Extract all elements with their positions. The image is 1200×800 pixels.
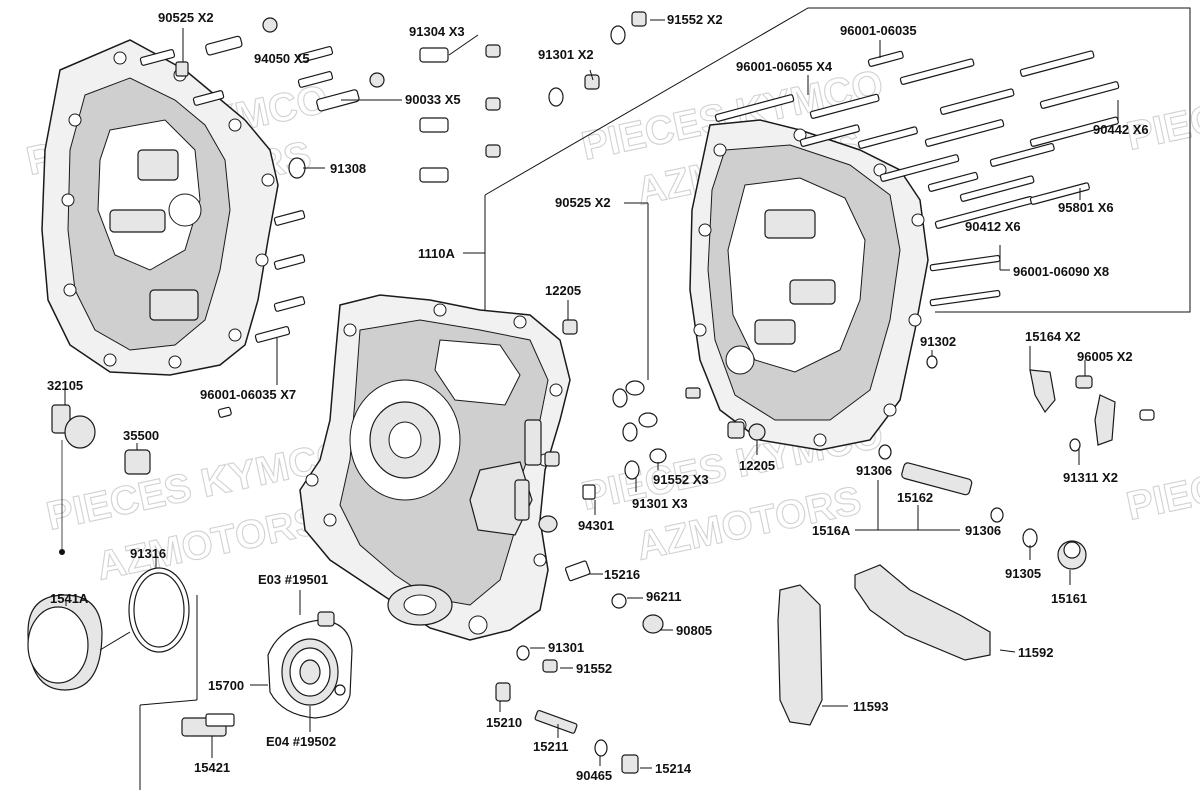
part-label: 15216 bbox=[604, 567, 640, 582]
part-label: 90465 bbox=[576, 768, 612, 783]
part-label: 96001-06055 X4 bbox=[736, 59, 833, 74]
top-center-small-parts bbox=[419, 11, 647, 183]
part-label: 12205 bbox=[739, 458, 775, 473]
part-label: 1541A bbox=[50, 591, 89, 606]
part-label: 96005 X2 bbox=[1077, 349, 1133, 364]
part-label: 91552 bbox=[576, 661, 612, 676]
part-label: 95801 X6 bbox=[1058, 200, 1114, 215]
part-label: 15211 bbox=[533, 739, 568, 754]
part-label: 91302 bbox=[920, 334, 956, 349]
part-label: 91301 bbox=[548, 640, 584, 655]
part-label: 91305 bbox=[1005, 566, 1041, 581]
part-label: 11592 bbox=[1018, 645, 1053, 660]
part-label: 90805 bbox=[676, 623, 712, 638]
part-label: 15210 bbox=[486, 715, 522, 730]
part-label: 90525 X2 bbox=[158, 10, 214, 25]
part-label: 96211 bbox=[646, 589, 681, 604]
part-label: 32105 bbox=[47, 378, 83, 393]
part-label: 91304 X3 bbox=[409, 24, 465, 39]
watermark: PIECES KYMCO bbox=[1123, 422, 1200, 529]
part-label: 90033 X5 bbox=[405, 92, 461, 107]
part-label: 90412 X6 bbox=[965, 219, 1021, 234]
leader-lines bbox=[64, 19, 1119, 790]
part-label: 1516A bbox=[812, 523, 851, 538]
left-crankcase-cover bbox=[41, 39, 279, 376]
part-label: 15161 bbox=[1051, 591, 1087, 606]
part-label: 12205 bbox=[545, 283, 581, 298]
part-labels: 90525 X2 94050 X5 91304 X3 91552 X2 9130… bbox=[47, 10, 1149, 783]
part-label: 91306 bbox=[856, 463, 892, 478]
part-label: 15162 bbox=[897, 490, 933, 505]
right-side-components bbox=[777, 369, 1155, 726]
part-label: 35500 bbox=[123, 428, 159, 443]
part-label: 94050 X5 bbox=[254, 51, 310, 66]
top-left-small-parts bbox=[139, 17, 385, 418]
part-label: 91301 X3 bbox=[632, 496, 688, 511]
left-side-components bbox=[27, 404, 235, 737]
part-label: 15700 bbox=[208, 678, 244, 693]
part-label: 91308 bbox=[330, 161, 366, 176]
part-label: 94301 bbox=[578, 518, 614, 533]
part-label: 1110A bbox=[418, 246, 455, 261]
part-label: E04 #19502 bbox=[266, 734, 336, 749]
part-label: 15214 bbox=[655, 761, 692, 776]
part-label: 91311 X2 bbox=[1063, 470, 1118, 485]
part-label: 90442 X6 bbox=[1093, 122, 1149, 137]
mid-small-parts bbox=[495, 319, 938, 774]
part-label: 90525 X2 bbox=[555, 195, 611, 210]
oil-cooler-unit bbox=[267, 611, 353, 719]
part-label: 91316 bbox=[130, 546, 166, 561]
central-crankcase-1110a bbox=[299, 294, 571, 641]
long-bolts bbox=[714, 50, 1120, 307]
group-bracket bbox=[484, 7, 1191, 313]
part-label: 91552 X2 bbox=[667, 12, 723, 27]
part-label: 96001-06090 X8 bbox=[1013, 264, 1109, 279]
part-label: 15421 bbox=[194, 760, 230, 775]
part-label: E03 #19501 bbox=[258, 572, 328, 587]
part-label: 11593 bbox=[853, 699, 888, 714]
part-label: 96001-06035 bbox=[840, 23, 917, 38]
part-label: 15164 X2 bbox=[1025, 329, 1081, 344]
right-crankcase-half bbox=[689, 119, 929, 451]
part-label: 91301 X2 bbox=[538, 47, 594, 62]
part-label: 91306 bbox=[965, 523, 1001, 538]
part-label: 91552 X3 bbox=[653, 472, 709, 487]
part-label: 96001-06035 X7 bbox=[200, 387, 296, 402]
